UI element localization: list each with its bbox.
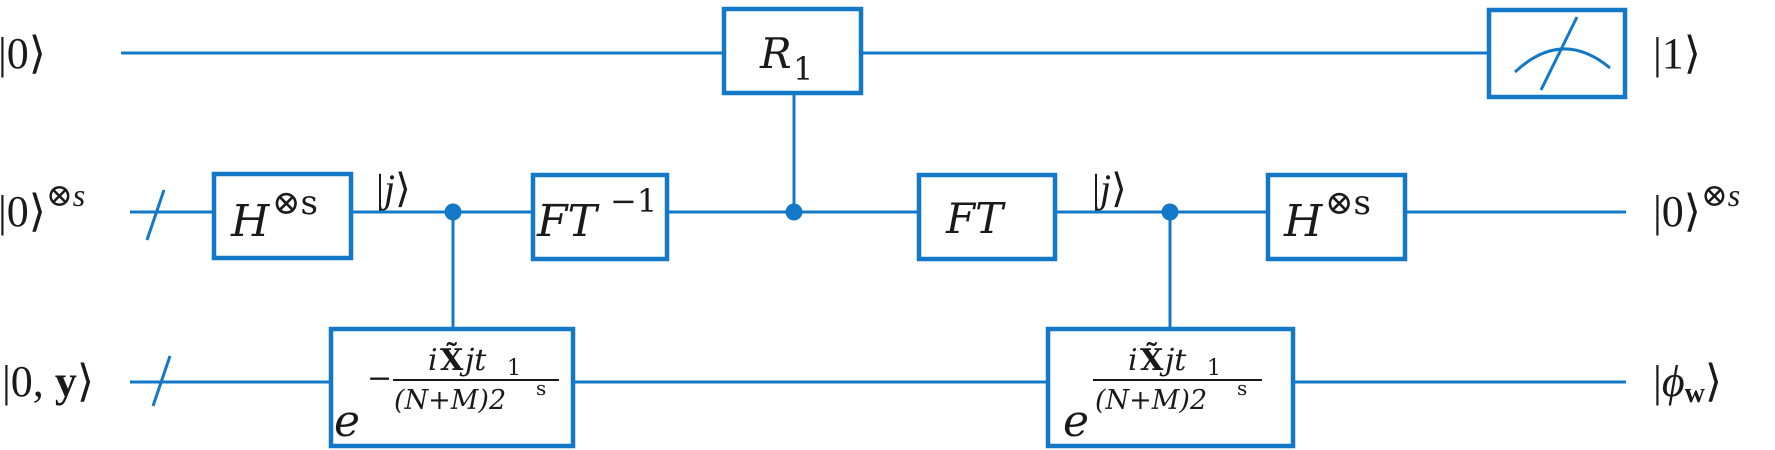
control-dot-rotation [785, 203, 803, 221]
gate-measurement [1486, 7, 1628, 100]
gate-rotation-subscript: 1 [793, 50, 813, 88]
wire-label-j-1: |j⟩ [376, 166, 411, 211]
meter-needle-icon [1539, 16, 1579, 91]
exp-neg-den-sup: s [536, 376, 546, 400]
exp-pos-den: (N+M)2 [1095, 385, 1207, 416]
data-bundle-slash-icon [151, 355, 172, 407]
gate-hadamard-2: H ⊗s [1265, 172, 1408, 262]
gate-hadamard-1-base: H [230, 196, 271, 247]
exp-pos-num-i: i [1128, 343, 1138, 378]
output-label-ancilla: |1⟩ [1653, 29, 1701, 78]
input-label-register: |0⟩⊗s [0, 177, 85, 236]
exp-neg-base: e [334, 396, 360, 447]
exp-neg-den: (N+M)2 [394, 385, 506, 416]
exp-pos-num-sub: 1 [1207, 356, 1221, 381]
gate-inverse-ft: FT −1 [530, 172, 670, 262]
exp-neg-num-i: i [428, 343, 438, 378]
exp-pos-denominator: (N+M)2 s [1095, 376, 1247, 416]
control-dot-exp-neg [444, 203, 462, 221]
gate-inverse-ft-superscript: −1 [610, 182, 657, 220]
wire-label-j-2: |j⟩ [1092, 166, 1127, 211]
exp-pos-den-sup: s [1237, 376, 1247, 400]
gate-rotation: R 1 [721, 6, 864, 96]
gate-hadamard-2-superscript: ⊗s [1325, 183, 1371, 223]
exp-neg-denominator: (N+M)2 s [394, 376, 546, 416]
output-label-register: |0⟩⊗s [1653, 177, 1740, 236]
input-label-data: |0, y⟩ [2, 357, 94, 406]
gate-inverse-ft-base: FT [536, 196, 601, 247]
exp-neg-num-x: X̃ [440, 343, 464, 378]
input-label-ancilla: |0⟩ [0, 29, 46, 78]
exp-pos-base: e [1063, 396, 1089, 447]
gate-hadamard-1: H ⊗s [211, 171, 354, 261]
gate-controlled-exp-neg: e − i X̃ jt 1 (N+M)2 s [328, 326, 576, 449]
control-dot-exp-pos [1161, 203, 1179, 221]
gate-ft-base: FT [945, 194, 1006, 243]
gate-rotation-base: R [759, 29, 792, 78]
register-bundle-slash-icon [145, 189, 166, 241]
gate-hadamard-1-superscript: ⊗s [272, 183, 318, 223]
exp-pos-num-x: X̃ [1140, 343, 1164, 378]
exp-neg-num-sub: 1 [507, 356, 521, 381]
exp-neg-sign: − [367, 361, 392, 396]
gate-controlled-exp-pos: e i X̃ jt 1 (N+M)2 s [1045, 326, 1296, 449]
gate-ft: FT [916, 172, 1058, 262]
gate-hadamard-2-base: H [1283, 196, 1324, 247]
output-label-data: |ϕw⟩ [1653, 357, 1722, 409]
